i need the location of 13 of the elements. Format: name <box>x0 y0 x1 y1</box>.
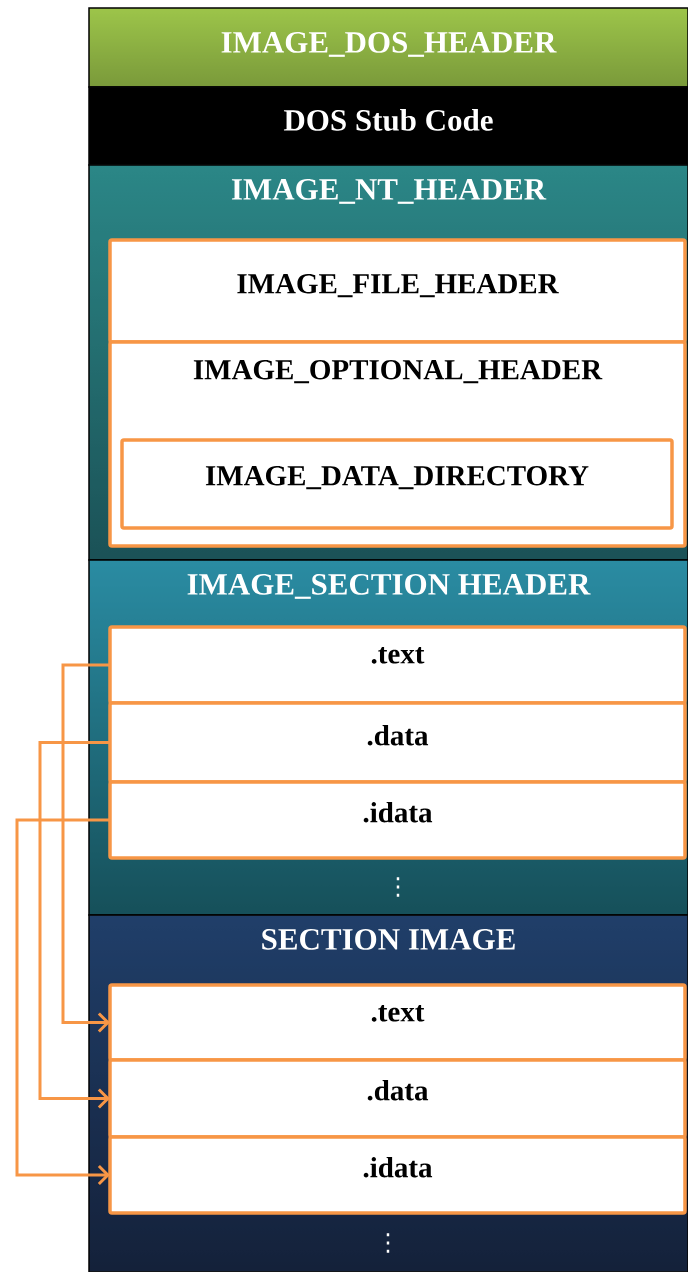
arrow <box>38 741 110 1109</box>
header-band: IMAGE_DOS_HEADER <box>88 7 688 88</box>
arrow <box>61 663 110 1033</box>
field-box: .text <box>108 983 687 1062</box>
field-box: .data <box>108 1058 687 1139</box>
arrow <box>15 818 110 1186</box>
header-band: DOS Stub Code <box>88 86 688 166</box>
field-box: .idata <box>108 780 687 860</box>
field-box: .text <box>108 625 687 705</box>
field-box: IMAGE_DATA_DIRECTORY <box>120 438 674 530</box>
field-box: .idata <box>108 1135 687 1215</box>
field-box: .data <box>108 701 687 784</box>
field-box: IMAGE_FILE_HEADER <box>108 238 687 344</box>
